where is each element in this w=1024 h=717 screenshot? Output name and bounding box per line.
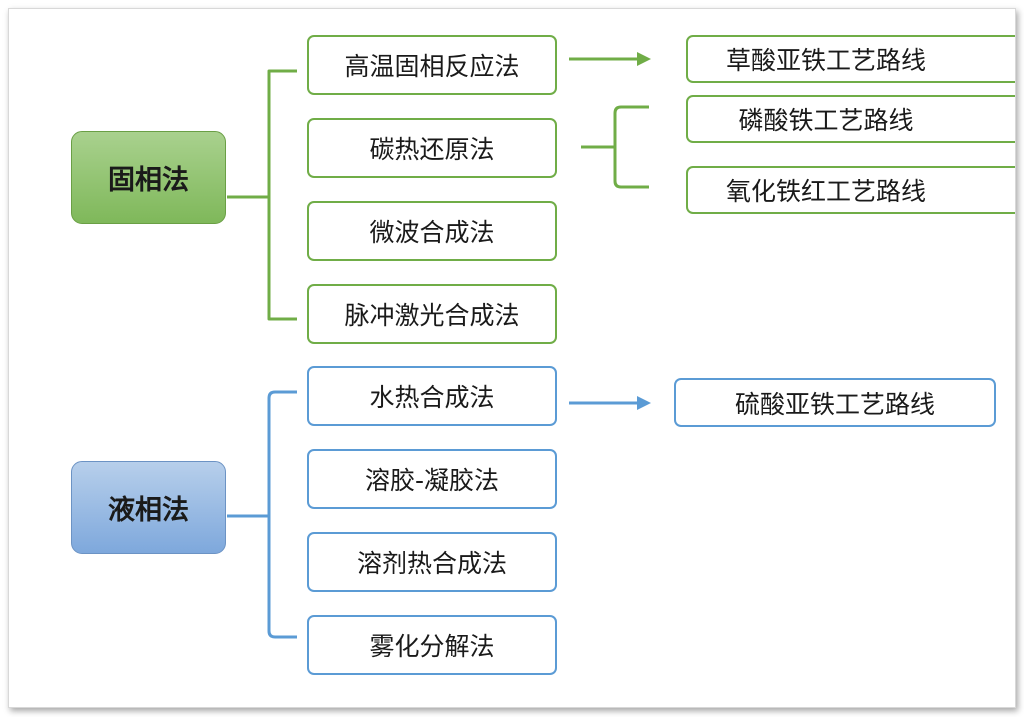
method-hydrothermal: 水热合成法	[307, 366, 557, 426]
carbothermal-bracket	[581, 105, 649, 189]
liquid-arrow-head	[637, 396, 651, 410]
route-ferrous-oxalate: 草酸亚铁工艺路线	[686, 35, 1015, 83]
method-pulsed-laser: 脉冲激光合成法	[307, 284, 557, 344]
route-iron-oxide-red: 氧化铁红工艺路线	[686, 166, 1015, 214]
method-high-temp-solid: 高温固相反应法	[307, 35, 557, 95]
liquid-bracket	[227, 390, 297, 639]
route-iron-phosphate: 磷酸铁工艺路线	[686, 95, 1015, 143]
method-spray-decomposition: 雾化分解法	[307, 615, 557, 675]
liquid-phase-root: 液相法	[71, 461, 226, 554]
method-microwave: 微波合成法	[307, 201, 557, 261]
method-sol-gel: 溶胶-凝胶法	[307, 449, 557, 509]
method-carbothermal: 碳热还原法	[307, 118, 557, 178]
method-solvothermal: 溶剂热合成法	[307, 532, 557, 592]
route-ferrous-sulfate: 硫酸亚铁工艺路线	[674, 378, 996, 427]
diagram-frame: 固相法 液相法 高温固相反应法 碳热还原法 微波合成法 脉冲激光合成法 草酸亚铁…	[8, 8, 1016, 708]
connector-lines	[227, 52, 651, 639]
solid-phase-root: 固相法	[71, 131, 226, 224]
solid-bracket	[227, 69, 297, 321]
solid-arrow-head	[637, 52, 651, 66]
